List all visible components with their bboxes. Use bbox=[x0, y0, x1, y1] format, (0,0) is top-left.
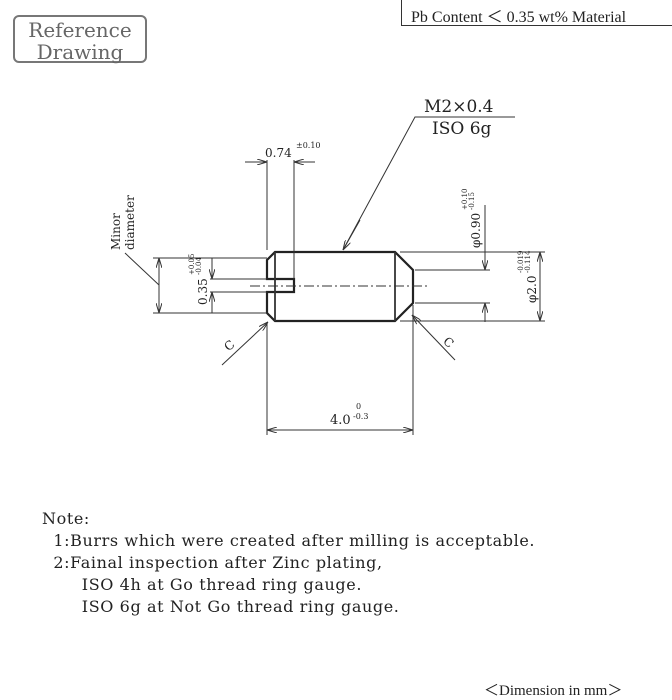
minor-label-2: diameter bbox=[123, 195, 137, 250]
slot-depth-tol-lower: -0.04 bbox=[195, 257, 203, 275]
note-item: 1:Burrs which were created after milling… bbox=[42, 531, 536, 550]
length-tol-lower: -0.3 bbox=[353, 412, 368, 421]
slot-width-tol: ±0.10 bbox=[296, 141, 321, 150]
note-item: ISO 4h at Go thread ring gauge. bbox=[42, 575, 363, 594]
slot-depth-value: 0.35 bbox=[196, 278, 210, 305]
thread-spec: M2×0.4 bbox=[424, 97, 494, 117]
slot-depth-tol-upper: +0.05 bbox=[188, 254, 196, 275]
point-diameter-tol-lower: -0.15 bbox=[468, 192, 476, 210]
major-diameter-value: φ2.0 bbox=[525, 276, 539, 304]
notes-title: Note: bbox=[42, 509, 90, 528]
major-diameter-tol-lower: -0.114 bbox=[524, 250, 532, 273]
minor-label-1: Minor bbox=[109, 213, 123, 250]
chamfer-left: C bbox=[221, 337, 237, 354]
reference-drawing-stamp: Reference Drawing bbox=[13, 15, 147, 63]
notes: Note: 1:Burrs which were created after m… bbox=[42, 508, 535, 618]
thread-tolerance: ISO 6g bbox=[432, 119, 492, 139]
material-note: Pb Content ＜ 0.35 wt% Material bbox=[401, 0, 672, 26]
note-item: 2:Fainal inspection after Zinc plating, bbox=[42, 553, 383, 572]
major-diameter-tol-upper: -0.019 bbox=[517, 251, 525, 273]
point-diameter-value: φ0.90 bbox=[469, 213, 483, 248]
length-value: 4.0 bbox=[330, 413, 351, 428]
stamp-line-2: Drawing bbox=[36, 40, 124, 64]
point-diameter-tol-upper: +0.10 bbox=[461, 189, 469, 210]
note-item: ISO 6g at Not Go thread ring gauge. bbox=[42, 597, 400, 616]
chamfer-right: C bbox=[440, 334, 456, 351]
stamp-line-1: Reference bbox=[28, 18, 132, 42]
dimension-unit: ＜Dimension in mm＞ bbox=[484, 683, 623, 699]
slot-width-value: 0.74 bbox=[265, 146, 292, 160]
length-tol-upper: 0 bbox=[356, 402, 361, 411]
